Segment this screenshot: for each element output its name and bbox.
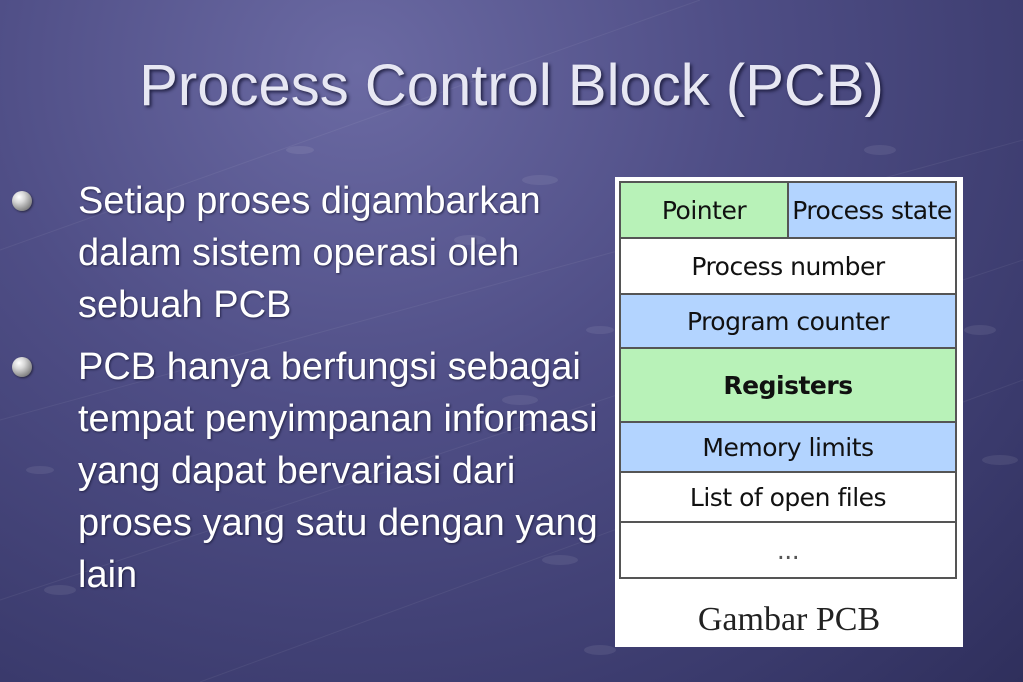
bullet-sphere-icon bbox=[12, 357, 32, 377]
pcb-row-process-number: Process number bbox=[621, 239, 955, 295]
bullet-item: PCB hanya berfungsi sebagai tempat penyi… bbox=[10, 341, 598, 601]
bullet-text: Setiap proses digambarkan dalam sistem o… bbox=[78, 180, 541, 326]
bullet-text: PCB hanya berfungsi sebagai tempat penyi… bbox=[78, 346, 598, 596]
pcb-row-memory-limits: Memory limits bbox=[621, 423, 955, 473]
pcb-row-open-files: List of open files bbox=[621, 473, 955, 523]
bullet-sphere-icon bbox=[12, 191, 32, 211]
pcb-caption: Gambar PCB bbox=[697, 601, 881, 638]
pcb-row-registers: Registers bbox=[621, 349, 955, 423]
bullet-item: Setiap proses digambarkan dalam sistem o… bbox=[10, 175, 590, 331]
pcb-row-pointer-state: Pointer Process state bbox=[621, 183, 955, 239]
pcb-row-ellipsis: ... bbox=[621, 523, 955, 577]
pcb-cell-pointer: Pointer bbox=[621, 183, 789, 237]
pcb-diagram: Pointer Process state Process number Pro… bbox=[615, 177, 963, 647]
pcb-row-program-counter: Program counter bbox=[621, 295, 955, 349]
slide-title: Process Control Block (PCB) bbox=[139, 53, 884, 118]
pcb-table: Pointer Process state Process number Pro… bbox=[619, 181, 957, 579]
pcb-cell-process-state: Process state bbox=[789, 183, 955, 237]
bullet-list: Setiap proses digambarkan dalam sistem o… bbox=[10, 175, 598, 605]
